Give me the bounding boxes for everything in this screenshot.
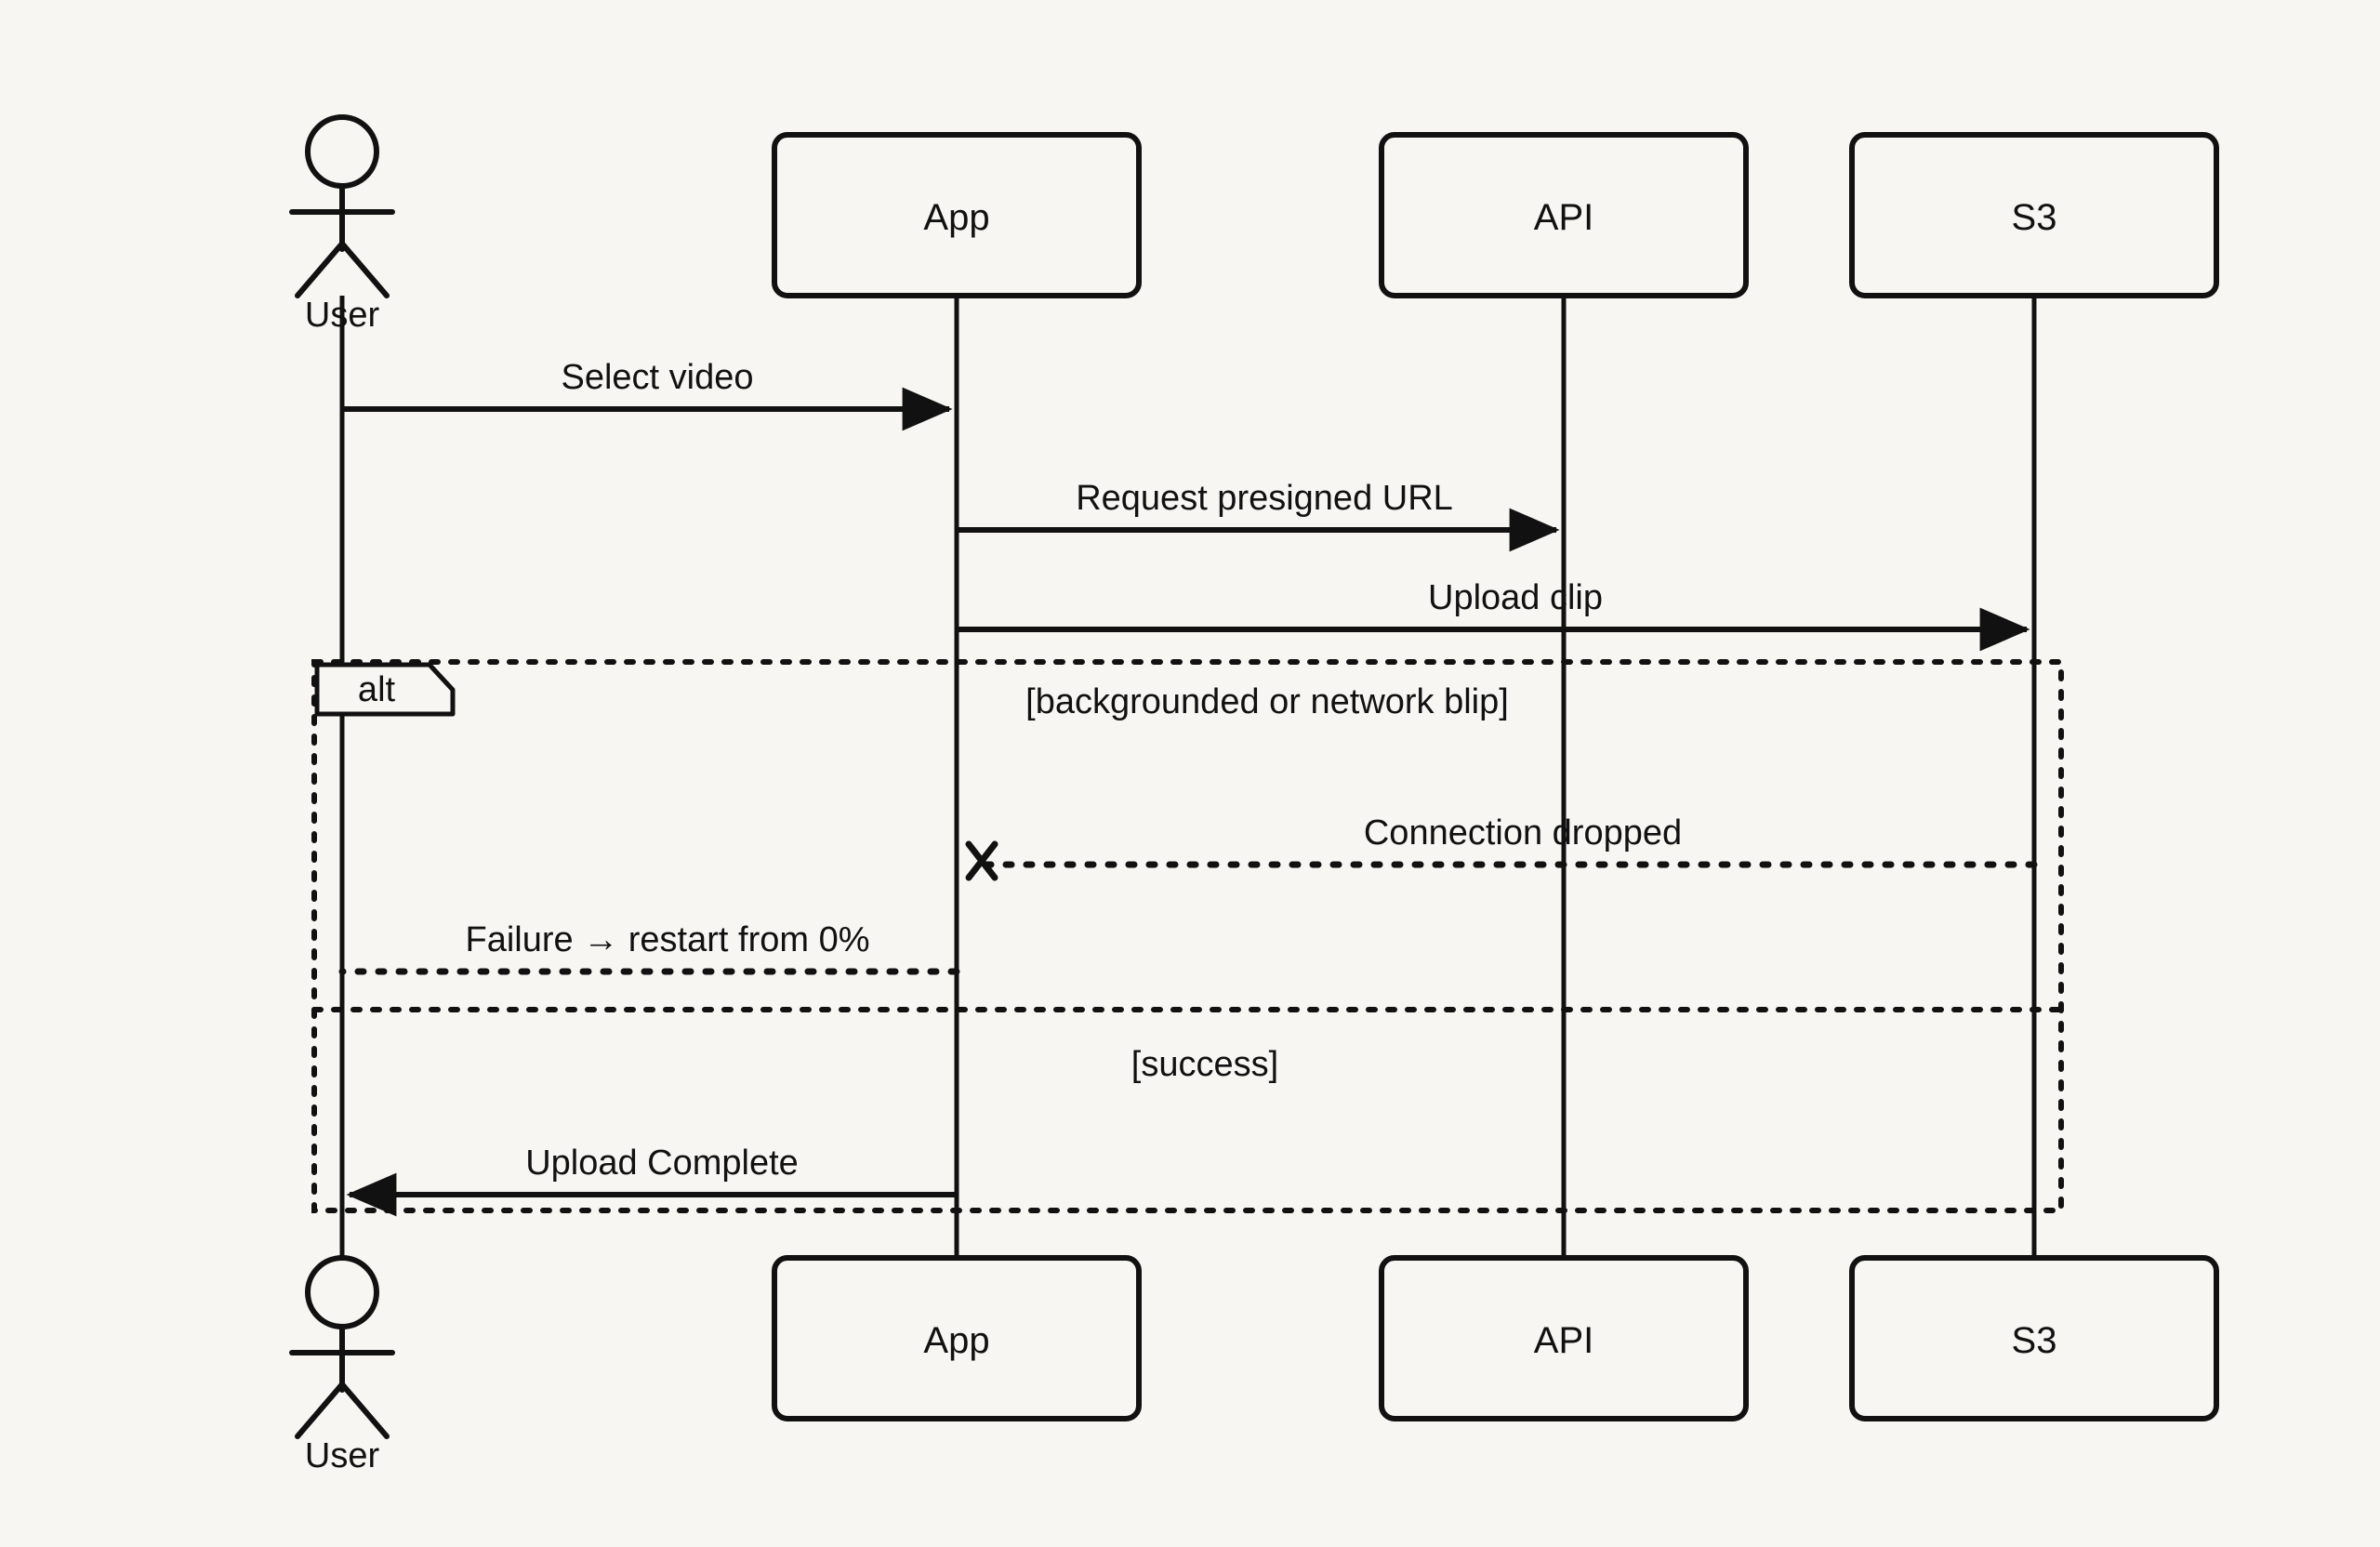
actor-leg-right xyxy=(339,1382,390,1439)
actor-leg-right xyxy=(339,241,390,298)
participant-box-s3-bottom[interactable] xyxy=(1849,1255,2219,1421)
participant-box-api-bottom[interactable] xyxy=(1379,1255,1749,1421)
actor-user-bottom[interactable] xyxy=(289,1255,395,1439)
message-arrows xyxy=(338,387,2038,1217)
message-label-select-video: Select video xyxy=(561,358,754,397)
message-label-request-presigned-url: Request presigned URL xyxy=(1076,479,1453,518)
participant-boxes-top xyxy=(772,132,2219,298)
message-label-upload-complete: Upload Complete xyxy=(525,1144,799,1183)
alt-operator-tab xyxy=(314,662,456,717)
message-label-connection-dropped: Connection dropped xyxy=(1363,813,1683,853)
participant-label-app-top: App xyxy=(923,197,990,238)
participant-box-app-bottom[interactable] xyxy=(772,1255,1142,1421)
participant-label-app-bottom: App xyxy=(923,1320,990,1361)
participant-boxes-bottom xyxy=(772,1255,2219,1421)
alt-operator-label: alt xyxy=(357,670,396,709)
actor-user-top[interactable] xyxy=(289,114,395,298)
participant-label-api-top: API xyxy=(1533,197,1594,238)
actor-head-icon xyxy=(305,114,379,189)
actor-label-user-top: User xyxy=(304,296,380,335)
participant-label-s3-top: S3 xyxy=(2011,197,2057,238)
participant-box-api-top[interactable] xyxy=(1379,132,1749,298)
participant-box-app-top[interactable] xyxy=(772,132,1142,298)
alt-condition-label-1: [backgrounded or network blip] xyxy=(1025,682,1509,721)
participant-label-s3-bottom: S3 xyxy=(2011,1320,2057,1361)
participant-box-s3-top[interactable] xyxy=(1849,132,2219,298)
alt-condition-label-2: [success] xyxy=(1130,1045,1279,1084)
message-destroy-cross-icon xyxy=(965,840,998,881)
alt-fragment-border xyxy=(311,659,2064,1213)
actor-label-user-bottom: User xyxy=(304,1436,380,1475)
participant-label-api-bottom: API xyxy=(1533,1320,1594,1361)
alt-fragment xyxy=(311,659,2064,1213)
actor-leg-left xyxy=(295,241,345,298)
actor-leg-left xyxy=(295,1382,345,1439)
lifelines xyxy=(339,296,2037,1258)
message-label-upload-clip: Upload clip xyxy=(1428,578,1603,617)
actor-head-icon xyxy=(305,1255,379,1329)
message-label-failure-restart: Failure → restart from 0% xyxy=(465,920,870,959)
